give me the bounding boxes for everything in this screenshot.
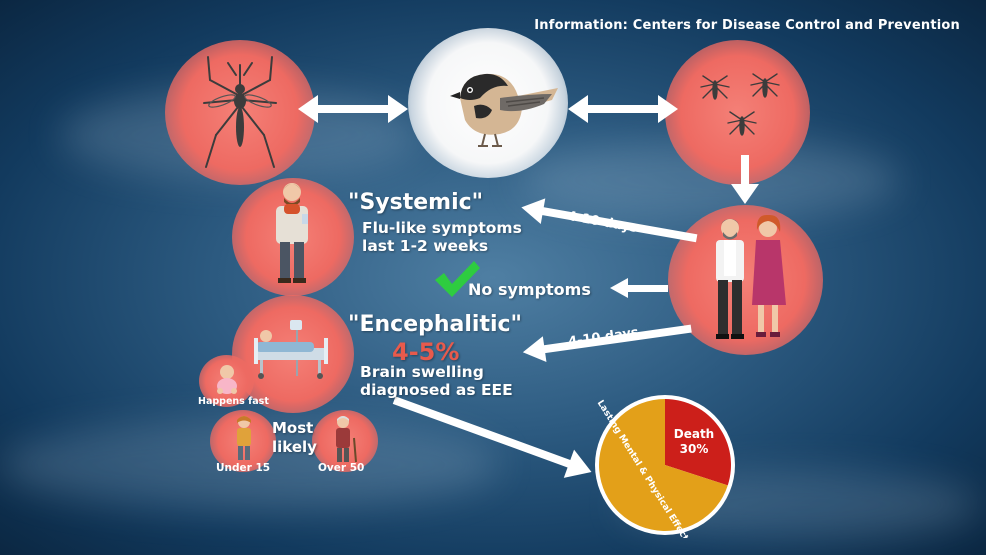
bird-icon xyxy=(450,73,558,147)
most-likely-line1: Most xyxy=(272,419,314,437)
most-likely-line2: likely xyxy=(272,438,317,456)
child-icon xyxy=(237,416,251,460)
pie-label-death: Death xyxy=(674,427,714,441)
couple-icon xyxy=(716,214,786,339)
infant-label: Happens fast xyxy=(198,396,269,407)
diagonal-arrow-icon xyxy=(392,396,592,478)
checkmark-icon xyxy=(435,261,480,297)
mosquito-swarm-icon xyxy=(700,73,780,136)
hospital-bed-icon xyxy=(254,320,328,379)
no-symptoms-label: No symptoms xyxy=(468,280,591,299)
elderly-man-icon xyxy=(336,416,357,463)
down-arrow-icon xyxy=(731,155,759,204)
double-arrow-icon xyxy=(568,95,678,123)
systemic-line1: Flu-like symptoms xyxy=(362,219,522,237)
baby-icon xyxy=(217,365,237,394)
source-credit: Information: Centers for Disease Control… xyxy=(534,18,960,33)
child-label: Under 15 xyxy=(216,462,271,474)
encephalitic-rate: 4-5% xyxy=(392,338,460,366)
pie-slice-1 xyxy=(599,399,728,531)
pie-value-death: 30% xyxy=(680,442,709,456)
left-arrow-icon xyxy=(610,278,668,298)
elder-label: Over 50 xyxy=(318,462,365,474)
couple-orb xyxy=(668,205,823,355)
sick-man-icon xyxy=(276,183,308,283)
outcome-pie-chart: Death 30% Lasting Mental & Physical Effe… xyxy=(595,395,735,538)
encephalitic-line2: diagnosed as EEE xyxy=(360,381,513,399)
left-arrow-icon xyxy=(522,324,692,363)
encephalitic-line1: Brain swelling xyxy=(360,363,484,381)
left-arrow-icon xyxy=(521,198,698,243)
systemic-line2: last 1-2 weeks xyxy=(362,237,489,255)
mosquito-icon xyxy=(203,56,277,168)
mosquito-swarm-orb xyxy=(665,40,810,185)
double-arrow-icon xyxy=(298,95,408,123)
encephalitic-title: "Encephalitic" xyxy=(348,312,523,337)
systemic-title: "Systemic" xyxy=(348,190,484,215)
pie-slice-0 xyxy=(665,399,731,486)
